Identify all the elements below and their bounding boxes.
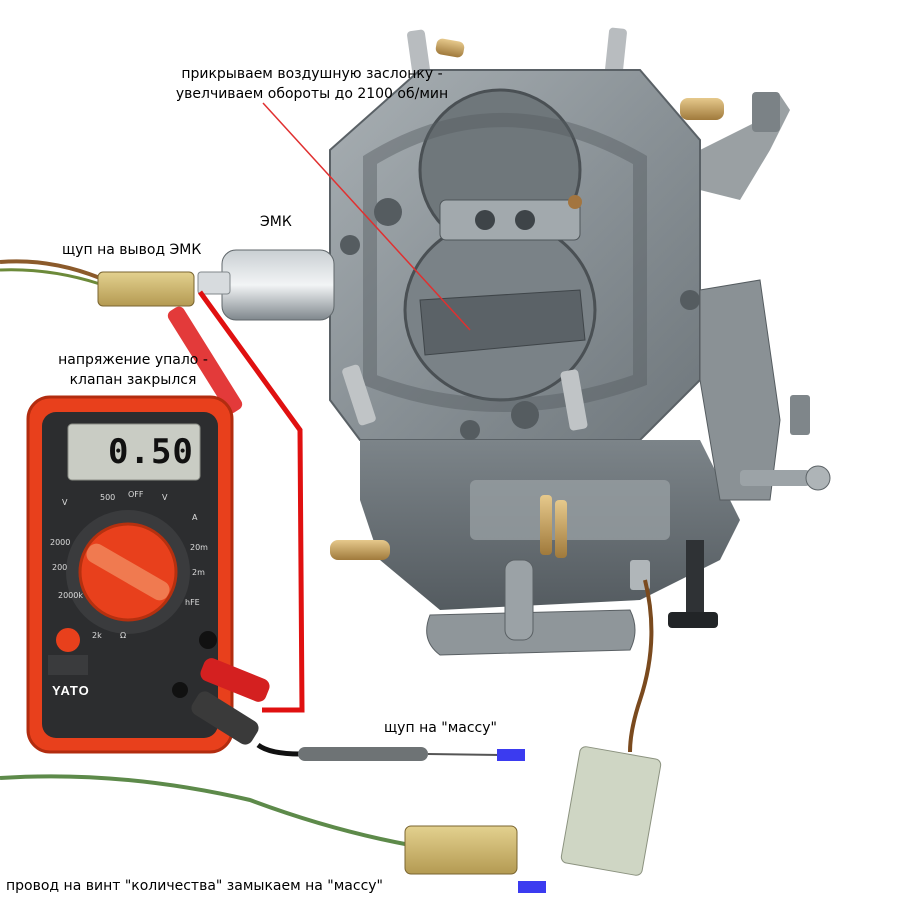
probe-ground-caption: щуп на "массу" [384, 720, 497, 736]
svg-text:2000: 2000 [50, 538, 70, 547]
air-damper-caption: прикрываем воздушную заслонку - увелчива… [175, 66, 449, 102]
blue-marker-wire [518, 881, 546, 893]
ground-wire-connector [0, 774, 518, 875]
black-test-lead [256, 742, 501, 761]
svg-text:20m: 20m [190, 543, 208, 552]
blue-marker-probe [497, 749, 525, 761]
svg-text:V: V [162, 493, 168, 502]
probe-emk-caption: щуп на вывод ЭМК [62, 242, 202, 258]
svg-text:hFE: hFE [185, 598, 200, 607]
svg-text:A: A [192, 513, 198, 522]
multimeter-display-reading: 0.50 [108, 432, 194, 472]
svg-text:500: 500 [100, 493, 115, 502]
emk-probe-connector [0, 259, 195, 307]
svg-text:2k: 2k [92, 631, 102, 640]
emk-solenoid [197, 249, 335, 321]
brown-wire-connector [560, 579, 662, 876]
svg-text:2m: 2m [192, 568, 205, 577]
emk-label: ЭМК [260, 214, 292, 230]
wire-ground-caption: провод на винт "количества" замыкаем на … [6, 878, 383, 894]
red-test-lead [167, 290, 305, 713]
damper-pointer-line [262, 102, 471, 331]
svg-text:2000k: 2000k [58, 591, 83, 600]
svg-text:OFF: OFF [128, 490, 144, 499]
multimeter-brand: YATO [52, 683, 90, 698]
svg-text:Ω: Ω [120, 631, 126, 640]
svg-text:V: V [62, 498, 68, 507]
svg-text:200: 200 [52, 563, 67, 572]
carburetor [329, 27, 831, 656]
voltage-dropped-caption: напряжение упало - клапан закрылся [58, 352, 208, 388]
multimeter: V 500 OFF V A 2000 20m 200 2m 2000k hFE 2k Ω [26, 395, 270, 754]
